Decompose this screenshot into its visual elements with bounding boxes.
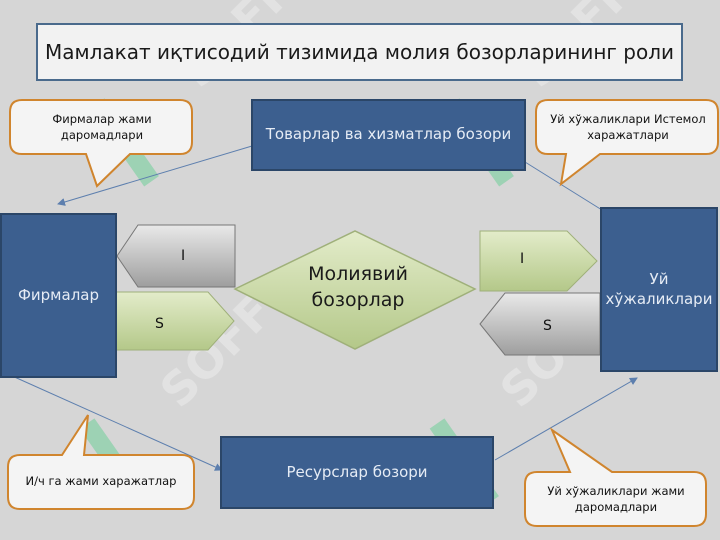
financial-markets-label: Молиявий бозорлар	[308, 263, 408, 311]
diagram-title: Мамлакат иқтисодий тизимида молия бозорл…	[36, 23, 683, 81]
financial-markets-diamond	[233, 230, 477, 350]
connector-firms-to-resources	[9, 374, 223, 471]
arrow-right-investment-label: I	[520, 251, 525, 267]
arrow-right-savings-label: S	[543, 318, 552, 334]
callout-production-costs-text: И/ч га жами харажатлар	[25, 474, 177, 488]
callout-household-spending-text: Уй хўжаликлари Истемол харажатлари	[550, 112, 706, 142]
connector-resources-to-households	[494, 377, 638, 461]
callout-firms-income	[9, 99, 193, 188]
resource-market-box: Ресурслар бозори	[220, 436, 494, 509]
arrow-left-savings	[114, 291, 235, 351]
connector-households-to-goods	[524, 161, 611, 216]
callout-household-income-text: Уй хўжаликлари жами даромадлари	[547, 484, 685, 514]
arrow-left-savings-label: S	[155, 316, 164, 332]
arrow-right-savings	[479, 292, 601, 356]
callout-household-spending	[535, 99, 719, 187]
callout-production-costs	[7, 414, 195, 510]
callout-household-income	[524, 427, 707, 527]
firms-box: Фирмалар	[0, 213, 117, 378]
households-box: Уй хўжаликлари	[600, 207, 718, 372]
goods-market-box: Товарлар ва хизматлар бозори	[251, 99, 526, 171]
callout-firms-income-text: Фирмалар жами даромадлари	[52, 112, 152, 142]
arrow-left-investment	[116, 224, 236, 288]
arrow-left-investment-label: I	[181, 248, 186, 264]
arrow-right-investment	[479, 230, 598, 292]
connector-goods-to-firms	[57, 145, 253, 206]
